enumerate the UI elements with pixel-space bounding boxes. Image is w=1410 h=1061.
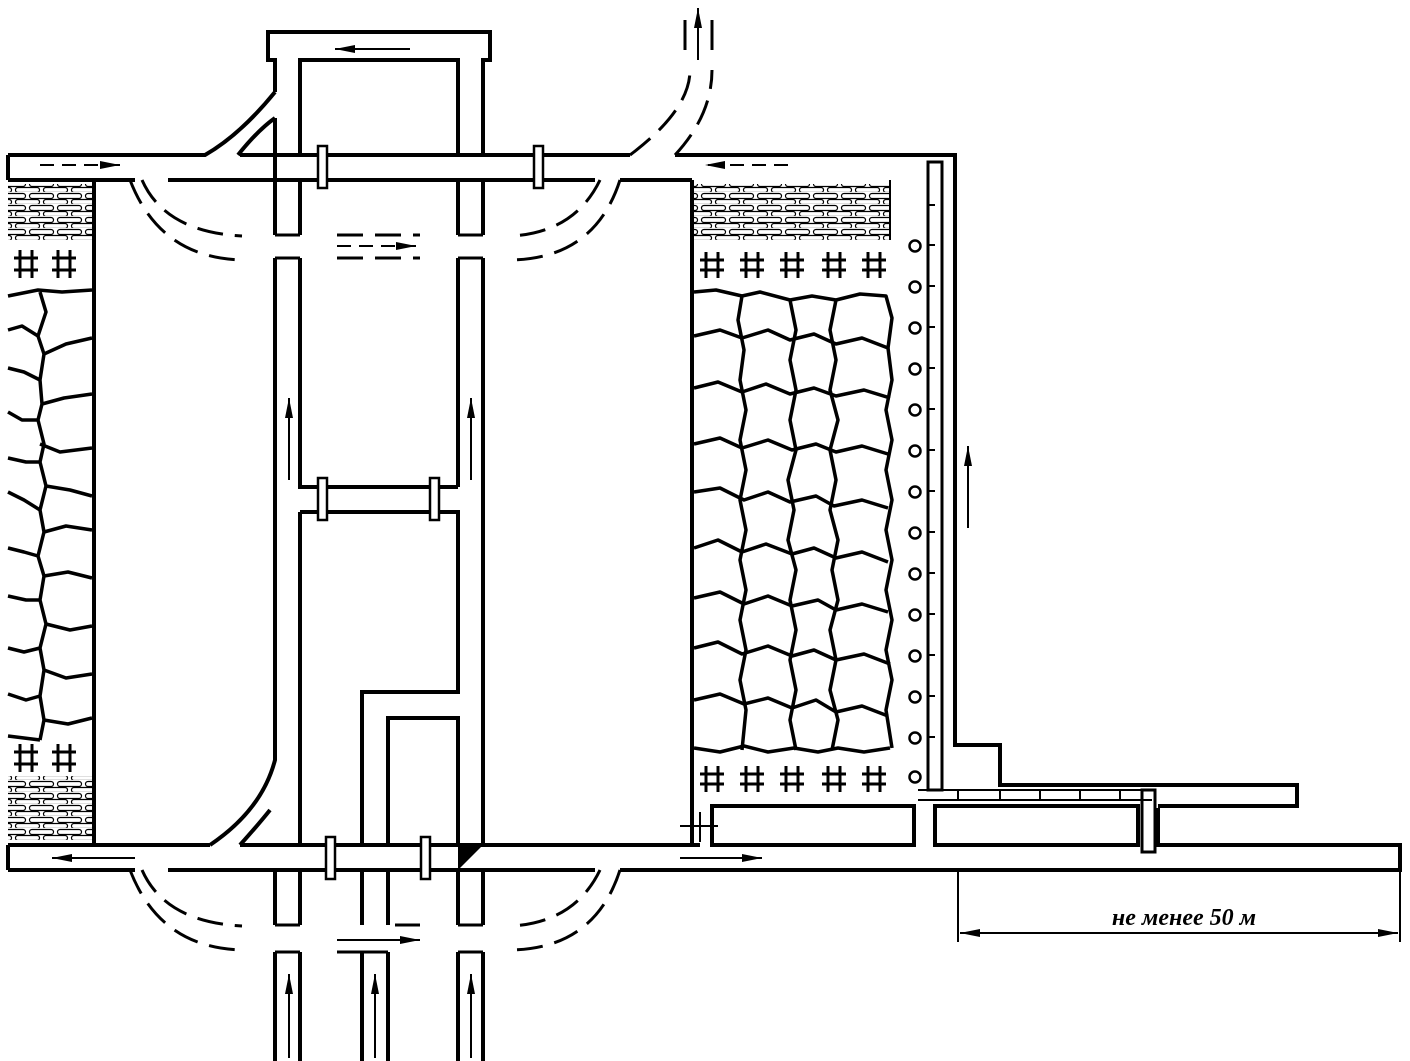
right-masonry-top <box>692 184 890 240</box>
dashed-bypass-routes <box>128 69 714 952</box>
left-crib-supports-bottom <box>14 744 76 772</box>
right-rock-fill <box>693 288 894 754</box>
airflow-arrows <box>40 8 972 1058</box>
mine-workings <box>6 30 1402 1061</box>
dashed-exhaust-shaft <box>683 20 714 50</box>
top-drift-upper-wall-mid <box>236 116 277 157</box>
distance-label: не менее 50 м <box>1112 905 1256 931</box>
shaft-left-lower-flare <box>238 808 272 847</box>
shaft-left-inner <box>298 180 460 845</box>
air-door-bottom-left <box>324 835 337 881</box>
air-door-top-left <box>316 144 329 190</box>
air-door-top-right <box>532 144 545 190</box>
cross-marker <box>680 812 718 842</box>
air-door-mid-left <box>316 476 329 522</box>
drift-chamber-1 <box>710 804 916 847</box>
top-drift-upper-wall <box>8 90 277 157</box>
left-masonry-top <box>8 184 92 240</box>
overcast-top <box>266 30 492 155</box>
top-drift-upper-wall-east <box>675 153 1299 808</box>
pipeline-lower-run <box>918 789 1152 801</box>
degassing-boreholes <box>908 239 922 784</box>
right-pillar <box>690 160 944 820</box>
degassing-pipeline <box>926 160 944 792</box>
top-shaft-caps <box>275 233 483 260</box>
fan-marker <box>458 845 483 870</box>
air-door-mid-right <box>428 476 441 522</box>
bottom-drift-upper-wall <box>240 820 694 847</box>
air-doors <box>316 144 545 881</box>
dimension-line <box>957 870 1401 942</box>
left-rock-fill <box>7 288 93 742</box>
right-crib-supports-bottom <box>700 766 886 792</box>
shaft-left-outer <box>208 118 277 847</box>
left-pillar <box>7 180 96 845</box>
shaft-right-inner <box>386 180 460 845</box>
overcast-top-inner <box>298 58 460 155</box>
bottom-shafts <box>273 870 485 1061</box>
right-crib-supports-top <box>700 252 886 278</box>
left-masonry-bottom <box>8 776 92 840</box>
bottom-shaft-caps <box>275 923 483 954</box>
bottom-drift-lower-wall-east <box>620 808 1402 872</box>
air-door-bottom-mid <box>419 835 432 881</box>
drift-chamber-2 <box>933 804 1140 847</box>
left-crib-supports-top <box>14 250 76 278</box>
